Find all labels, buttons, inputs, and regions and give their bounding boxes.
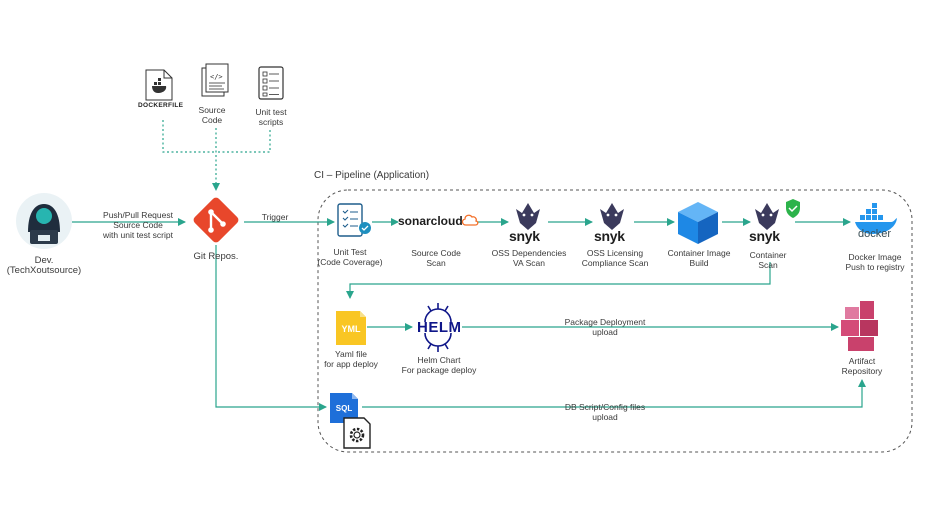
unit-test-scripts-label: Unit test scripts — [255, 107, 287, 127]
oss-dependencies-label: OSS Dependencies VA Scan — [491, 248, 567, 268]
git-icon — [193, 197, 239, 243]
svg-text:</>: </> — [210, 73, 223, 81]
gear-icon — [343, 417, 371, 449]
oss-licensing-label: OSS Licensing Compliance Scan — [581, 248, 649, 268]
helm-brand: HELM — [417, 319, 462, 336]
trigger-label: Trigger — [261, 212, 289, 222]
yaml-file-label: Yaml file for app deploy — [324, 349, 378, 369]
pipeline-title: CI – Pipeline (Application) — [314, 170, 430, 181]
snyk-icon — [600, 203, 624, 230]
unit-test-scripts-icon — [258, 66, 284, 100]
input-connectors — [162, 120, 271, 191]
source-code-scan-label: Source Code Scan — [411, 248, 461, 268]
shield-check-icon — [786, 199, 800, 218]
docker-whale-icon — [855, 203, 897, 234]
developer-label: Dev. (TechXoutsource) — [6, 255, 82, 276]
snyk-icon — [755, 203, 779, 230]
sql-badge: SQL — [335, 404, 353, 413]
snyk-brand: snyk — [509, 228, 540, 244]
artifact-repository-icon — [841, 301, 878, 351]
docker-brand: docker — [858, 228, 892, 240]
artifact-repo-label: Artifact Repository — [841, 356, 883, 376]
dockerfile-label: DOCKERFILE — [138, 102, 184, 109]
sonarcloud-brand: sonarcloud — [398, 214, 463, 228]
dockerfile-icon — [145, 69, 173, 101]
snyk-brand: snyk — [749, 228, 780, 244]
sonarcloud-icon — [461, 214, 479, 226]
yml-badge: YML — [341, 324, 361, 334]
db-script-label: DB Script/Config files upload — [564, 402, 646, 422]
snyk-brand: snyk — [594, 228, 625, 244]
flow-arrows — [72, 218, 866, 411]
snyk-icon — [516, 203, 540, 230]
helm-icon — [424, 303, 452, 352]
push-pull-label: Push/Pull Request Source Code with unit … — [103, 210, 173, 240]
pipeline-boundary — [317, 189, 913, 453]
unit-test-icon — [337, 203, 371, 237]
developer-icon — [16, 193, 72, 249]
docker-push-label: Docker Image Push to registry — [845, 252, 905, 272]
git-repo-label: Git Repos. — [193, 251, 239, 262]
container-build-label: Container Image Build — [667, 248, 731, 268]
source-code-label: Source Code — [198, 105, 226, 125]
source-code-icon: </> — [201, 63, 229, 97]
package-deployment-label: Package Deployment upload — [564, 317, 646, 337]
sql-file-icon — [330, 393, 358, 423]
container-cube-icon — [678, 202, 718, 244]
container-scan-label: Container Scan — [749, 250, 787, 270]
helm-chart-label: Helm Chart For package deploy — [401, 355, 477, 375]
unit-test-label: Unit Test (Code Coverage) — [317, 247, 383, 267]
yaml-file-icon — [336, 311, 366, 345]
